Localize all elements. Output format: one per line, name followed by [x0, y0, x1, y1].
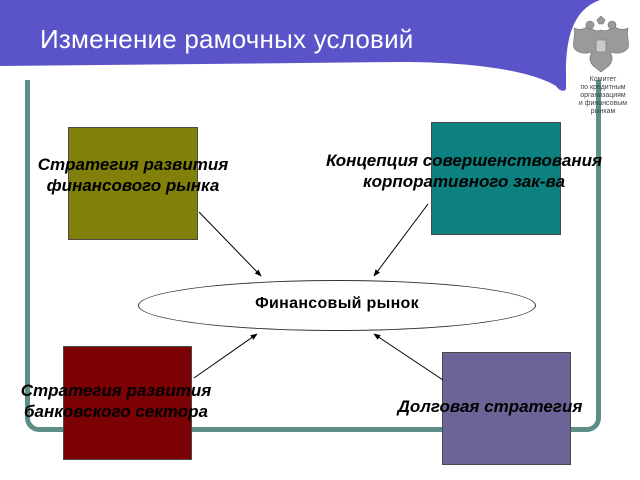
label-banking-sector-strategy: Стратегия развития банковского сектора [18, 380, 214, 422]
center-label: Финансовый рынок [255, 295, 419, 312]
emblem-caption-line: Комитет [589, 76, 617, 83]
emblem-caption: Комитет по кредитным организациям и фина… [566, 76, 640, 116]
box-banking-sector-strategy [63, 346, 192, 460]
label-financial-market-strategy: Стратегия развития финансового рынка [28, 154, 238, 196]
label-debt-strategy: Долговая стратегия [396, 396, 584, 417]
label-line: Долговая стратегия [397, 397, 583, 416]
label-corporate-law-concept: Концепция совершенствования корпоративно… [316, 150, 612, 192]
title-band [0, 0, 600, 91]
label-line: финансового рынка [46, 176, 220, 195]
box-financial-market-strategy [68, 127, 198, 240]
emblem-caption-line: и финансовым [578, 100, 628, 107]
slide-title: Изменение рамочных условий [40, 24, 414, 54]
double-headed-eagle-icon [573, 16, 629, 73]
emblem-caption-line: организациям [580, 92, 626, 99]
box-debt-strategy [442, 352, 571, 465]
label-line: банковского сектора [24, 402, 208, 421]
label-line: Стратегия развития [20, 381, 212, 400]
box-corporate-law-concept [431, 122, 561, 235]
emblem-caption-line: рынкам [590, 108, 616, 115]
label-line: корпоративного зак-ва [362, 172, 566, 191]
emblem-caption-line: по кредитным [580, 84, 626, 91]
center-ellipse [138, 280, 536, 331]
label-line: Стратегия развития [37, 155, 229, 174]
label-line: Концепция совершенствования [325, 151, 603, 170]
slide-frame [25, 80, 601, 432]
